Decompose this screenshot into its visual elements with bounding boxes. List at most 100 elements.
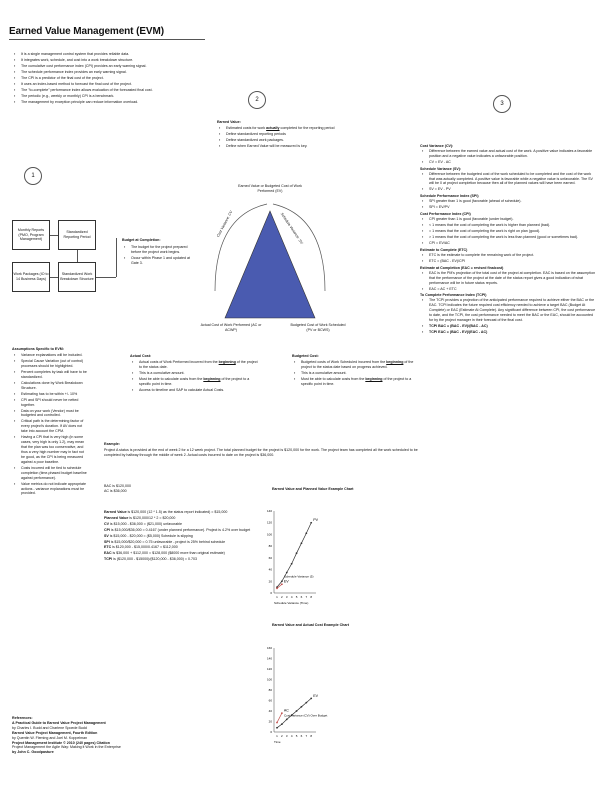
y-tick-label: 140 xyxy=(267,509,272,513)
list-item: Special Cause Variation (out of control)… xyxy=(14,359,88,369)
list-item: Estimated costs for work actually comple… xyxy=(219,126,337,131)
example-values: BAC is $120,000 AC is $36,000 xyxy=(104,484,254,494)
x-tick-label: 1 xyxy=(276,595,278,599)
budget-list: The budget for the project prepared befo… xyxy=(122,245,192,266)
x-tick-label: 2 xyxy=(281,734,283,738)
list-item: Variance explanations will be included. xyxy=(14,353,88,358)
list-item: Having a CPI that is very high (in some … xyxy=(14,435,88,464)
list-item: Estimating has to be within +/- 10% xyxy=(14,392,88,397)
evm-triangle xyxy=(224,210,316,319)
example-heading: Example: xyxy=(104,442,120,446)
triangle-bottom-left-label: Actual Cost of Work Performed (AC or ACW… xyxy=(200,323,262,332)
list-item: Calculations done by Work Breakdown Stru… xyxy=(14,381,88,391)
actual-cost-heading: Actual Cost: xyxy=(130,354,152,358)
data-point xyxy=(276,726,278,729)
chart-annotation: Cost Variance (CV) Over Budget xyxy=(284,713,327,717)
series-label: AC xyxy=(284,709,289,713)
section-list: Difference between the earned value and … xyxy=(420,149,598,165)
section-heading: Estimate to Complete (ETC) xyxy=(420,247,468,252)
list-item: The budget for the project prepared befo… xyxy=(124,245,192,255)
title-underline xyxy=(9,39,205,40)
calc-line: TCPI is ($120,000 - $15000)/($120,000 - … xyxy=(104,557,198,562)
calc-line: CPI is $15,000/$36,000 = 0.4167 (under p… xyxy=(104,527,251,532)
standardized-period-box: Standardized Reporting Period xyxy=(58,220,96,250)
x-tick-label: 8 xyxy=(310,595,312,599)
list-item: CPI = EV/AC xyxy=(422,241,598,246)
list-item: SV = EV - PV xyxy=(422,187,598,192)
data-point xyxy=(310,697,313,700)
x-axis-label: Time xyxy=(274,740,281,744)
earned-value-section: Earned Value: Estimated costs for work a… xyxy=(217,120,337,150)
list-item: Percent completes by task will have to b… xyxy=(14,370,88,380)
y-tick-label: 80 xyxy=(269,544,273,548)
data-point xyxy=(295,710,298,712)
data-point xyxy=(295,552,298,555)
y-tick-label: 40 xyxy=(269,709,273,713)
list-item: EAC = AC + ETC xyxy=(422,287,598,292)
assumptions-section: Assumptions Specific to EVM: Variance ex… xyxy=(12,347,88,497)
calc-line: Planned Value is $120,000/12 * 2 = $20,0… xyxy=(104,515,176,520)
y-tick-label: 60 xyxy=(269,699,273,703)
x-tick-label: 5 xyxy=(296,595,298,599)
x-tick-label: 3 xyxy=(286,734,288,738)
list-item: CPI and SPI should never be netted toget… xyxy=(14,398,88,408)
budget-heading: Budget at Completion: xyxy=(122,238,161,242)
list-item: CV = EV - AC xyxy=(422,160,598,165)
calc-line: SV is $15,000 - $20,000 = ($5,000) Sched… xyxy=(104,533,193,538)
data-point xyxy=(305,532,308,535)
list-item: Difference between the earned value and … xyxy=(422,149,598,159)
triangle-top-label: Earned Value or Budgeted Cost of Work Pe… xyxy=(238,184,302,193)
list-item: The TCPI provides a projection of the an… xyxy=(422,298,598,323)
x-tick-label: 2 xyxy=(281,595,283,599)
list-item: It uses an index-based method to forecas… xyxy=(14,82,221,87)
list-item: ETC is the estimate to complete the rema… xyxy=(422,253,598,258)
series-label: EV xyxy=(313,694,318,698)
series-line xyxy=(276,698,312,729)
data-point xyxy=(300,705,303,708)
section-list: SPI greater than 1 is good (favorable (a… xyxy=(420,199,598,210)
data-point xyxy=(290,714,293,717)
connector xyxy=(96,277,116,278)
connector xyxy=(50,277,58,278)
y-tick-label: 20 xyxy=(269,579,273,583)
calc-line: ETC is $120,000 - $15,000/0.4167 = $112,… xyxy=(104,545,178,550)
references-section: References: A Practical Guide to Earned … xyxy=(12,716,212,755)
section-circle-2: 2 xyxy=(248,91,266,109)
connector xyxy=(116,238,117,277)
data-point xyxy=(290,562,293,565)
list-item: Actual costs of Work Performed incurred … xyxy=(132,360,260,370)
list-item: Costs incurred will be tied to schedule … xyxy=(14,466,88,481)
x-tick-label: 7 xyxy=(305,595,307,599)
reference-line: Project Management Institute © 2010 (240… xyxy=(12,740,110,745)
bac-value: BAC is $120,000 xyxy=(104,484,131,488)
x-tick-label: 1 xyxy=(276,734,278,738)
earned-value-heading: Earned Value: xyxy=(217,120,241,124)
section-heading: Cost Performance Index (CPI) xyxy=(420,212,471,217)
evm-triangle-diagram xyxy=(214,203,326,319)
calc-line: CV is $15,000 - $36,000 = ($21,000) unfa… xyxy=(104,521,183,526)
x-tick-label: 4 xyxy=(291,595,293,599)
actual-cost-list: Actual costs of Work Performed incurred … xyxy=(130,360,260,393)
section-list: Difference between the budgeted cost of … xyxy=(420,172,598,193)
y-tick-label: 60 xyxy=(269,556,273,560)
list-item: SPI = EV/PV xyxy=(422,205,598,210)
earned-value-list: Estimated costs for work actually comple… xyxy=(217,126,337,149)
list-item: = 1 means that the cost of completing th… xyxy=(422,229,598,234)
section-circle-1: 1 xyxy=(24,167,42,185)
data-point xyxy=(305,701,308,704)
list-item: Difference between the budgeted cost of … xyxy=(422,172,598,187)
budgeted-cost-section: Budgeted Cost: Budgeted costs of Work Sc… xyxy=(292,354,420,388)
y-tick-label: 160 xyxy=(267,646,272,650)
series-line xyxy=(276,522,312,588)
reference-line: by Charles I. Budd and Charlene Spoede B… xyxy=(12,725,87,730)
example-section: Example: Project A status is provided at… xyxy=(104,442,426,458)
list-item: EAC is the PM's projection of the total … xyxy=(422,271,598,286)
section-list: CPI greater than 1 is good (favorable (u… xyxy=(420,217,598,246)
data-point xyxy=(310,521,313,524)
y-tick-label: 100 xyxy=(267,678,272,682)
data-point xyxy=(276,587,278,590)
list-item: SPI greater than 1 is good (favorable (a… xyxy=(422,199,598,204)
list-item: < 1 means that the cost of completing th… xyxy=(422,223,598,228)
budgeted-cost-list: Budgeted costs of Work Scheduled incurre… xyxy=(292,360,420,387)
